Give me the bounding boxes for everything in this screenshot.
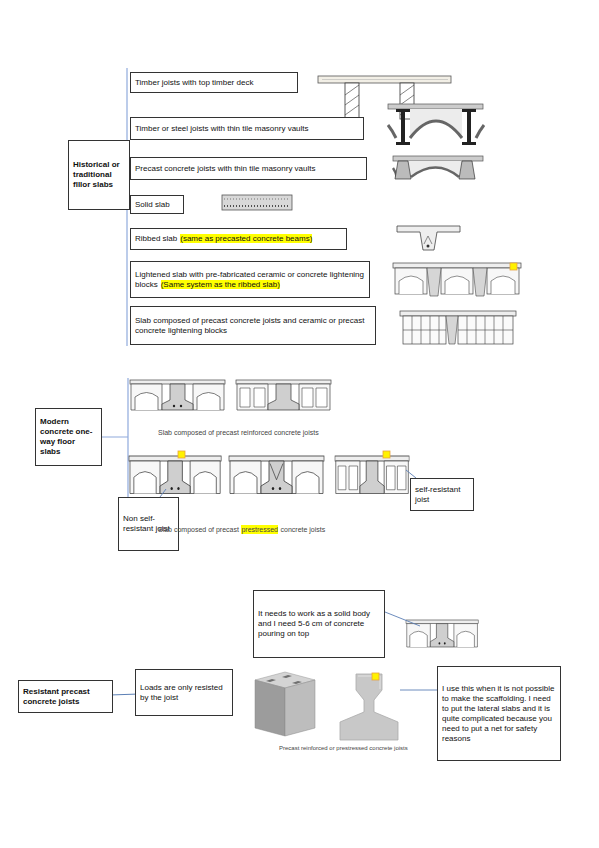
text-box: Ribbed slab(same as precasted concrete b…	[130, 228, 347, 250]
text-box: Resistant precast concrete joists	[18, 680, 113, 713]
slab-section	[129, 456, 221, 494]
text-box: Slab composed of precast concrete joists…	[130, 306, 376, 345]
top-slab	[393, 263, 521, 268]
box-body: Historical or traditional flllor slabs	[73, 160, 125, 190]
slab-section	[406, 620, 478, 647]
box-text: Loads are only resisted by the joist	[140, 683, 223, 702]
box-text: (same as precasted concrete beams)	[180, 234, 312, 243]
box-text: I use this when it is not possible to ma…	[442, 684, 555, 743]
text-box: Lightened slab with pre-fabricated ceram…	[130, 261, 370, 298]
box-text: Timber joists with top timber deck	[135, 78, 253, 87]
box-body: Ribbed slab(same as precasted concrete b…	[135, 234, 342, 244]
text-box: Timber joists with top timber deck	[130, 72, 298, 93]
wood-grain	[322, 79, 448, 80]
joist-photo	[255, 680, 285, 736]
caption-row: Precast reinforced or prestressed concre…	[279, 744, 408, 752]
box-body: Solid slab	[135, 200, 179, 210]
caption-row: Slab composed of precastprestressedconcr…	[158, 525, 325, 534]
caption-text: Slab composed of precast reinforced conc…	[158, 428, 319, 437]
top-slab	[393, 156, 483, 161]
box-text: Precast concrete joists with thin tile m…	[135, 164, 316, 173]
leader-line	[385, 612, 420, 626]
text-box: Precast concrete joists with thin tile m…	[130, 157, 367, 180]
steel-joist	[396, 109, 476, 145]
box-body: self-resistant joist	[415, 485, 469, 505]
top-slab	[388, 104, 483, 109]
highlight-mark	[510, 263, 517, 270]
precast-joist	[395, 161, 475, 179]
caption-text: Slab composed of precast	[158, 525, 239, 534]
joist-photo	[285, 680, 315, 736]
text-box: Loads are only resisted by the joist	[135, 669, 233, 716]
block-arch	[399, 276, 515, 294]
box-text: Modern concrete one-way floor slabs	[40, 417, 92, 456]
text-box: Historical or traditional flllor slabs	[68, 140, 130, 210]
text-box: It needs to work as a solid body and I n…	[253, 590, 385, 658]
box-text: Solid slab	[135, 200, 170, 209]
vault-fill	[410, 109, 462, 138]
box-text: Resistant precast concrete joists	[23, 687, 90, 706]
leader-line	[400, 690, 437, 691]
text-box: Solid slab	[130, 195, 184, 214]
ribbed-slab	[397, 226, 460, 250]
highlight-mark	[372, 673, 379, 680]
highlight-mark	[383, 451, 390, 458]
concrete-rib	[427, 268, 487, 296]
slab-texture	[224, 199, 290, 200]
caption-text: Precast reinforced or prestressed concre…	[279, 744, 408, 752]
box-body: Slab composed of precast concrete joists…	[135, 316, 371, 336]
caption-row: Slab composed of precast reinforced conc…	[158, 428, 319, 437]
top-slab	[400, 311, 516, 316]
box-body: It needs to work as a solid body and I n…	[258, 609, 380, 639]
box-text: It needs to work as a solid body and I n…	[258, 609, 370, 638]
rebar	[427, 245, 430, 248]
box-body: I use this when it is not possible to ma…	[442, 684, 556, 744]
box-text: (Same system as the ribbed slab)	[161, 280, 280, 289]
text-box: Modern concrete one-way floor slabs	[35, 408, 102, 466]
connector-line	[113, 694, 135, 696]
rebar	[224, 205, 290, 207]
box-body: Precast concrete joists with thin tile m…	[135, 164, 362, 174]
box-text: self-resistant joist	[415, 485, 460, 504]
rib-reinforcement	[424, 236, 432, 244]
precast-joist	[446, 316, 458, 344]
box-body: Loads are only resisted by the joist	[140, 683, 228, 703]
solid-slab	[222, 195, 292, 210]
text-box: self-resistant joist	[410, 478, 474, 511]
text-box: Non self-resistant joist	[118, 497, 179, 551]
box-text: Timber or steel joists with thin tile ma…	[135, 124, 309, 133]
box-body: Resistant precast concrete joists	[23, 687, 108, 707]
highlight-mark	[178, 451, 185, 458]
timber-deck	[318, 76, 451, 83]
slab-section	[229, 456, 324, 494]
text-box: I use this when it is not possible to ma…	[437, 666, 561, 761]
joist-photo	[340, 674, 398, 740]
text-box: Timber or steel joists with thin tile ma…	[130, 117, 364, 140]
joist-hole	[266, 675, 302, 684]
slab-section	[130, 380, 225, 410]
caption-text: concrete joists	[281, 525, 326, 534]
box-text: Ribbed slab	[135, 234, 177, 243]
leader-line	[160, 470, 416, 497]
box-body: Timber or steel joists with thin tile ma…	[135, 124, 359, 134]
caption-text: prestressed	[241, 525, 278, 534]
box-body: Lightened slab with pre-fabricated ceram…	[135, 270, 365, 290]
slab-section	[236, 380, 331, 410]
box-body: Timber joists with top timber deck	[135, 78, 293, 88]
box-text: Historical or traditional flllor slabs	[73, 160, 120, 189]
box-text: Slab composed of precast concrete joists…	[135, 316, 364, 335]
slab-section	[335, 456, 409, 494]
block-cells	[403, 316, 513, 344]
box-body: Modern concrete one-way floor slabs	[40, 417, 97, 457]
